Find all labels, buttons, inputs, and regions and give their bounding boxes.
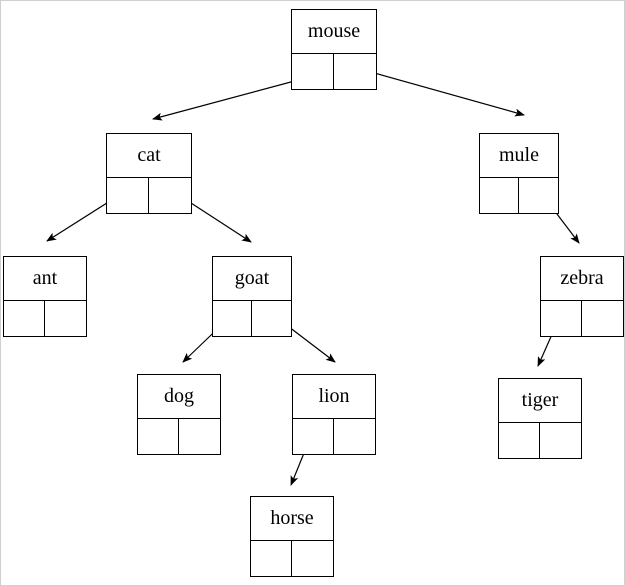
node-label-dog: dog [138, 375, 220, 419]
node-left-pointer-horse[interactable] [251, 541, 292, 576]
node-right-pointer-mouse[interactable] [334, 54, 376, 89]
node-label-horse: horse [251, 497, 333, 541]
node-label-goat: goat [213, 257, 291, 301]
tree-node-lion[interactable]: lion [292, 374, 376, 455]
node-left-pointer-lion[interactable] [293, 419, 334, 454]
tree-node-cat[interactable]: cat [106, 133, 192, 214]
node-label-lion: lion [293, 375, 375, 419]
node-right-pointer-ant[interactable] [45, 301, 86, 336]
node-right-pointer-horse[interactable] [292, 541, 333, 576]
tree-node-mule[interactable]: mule [479, 133, 559, 214]
node-pointer-cells-horse [251, 541, 333, 576]
node-right-pointer-cat[interactable] [149, 178, 191, 213]
node-pointer-cells-dog [138, 419, 220, 454]
node-right-pointer-goat[interactable] [252, 301, 291, 336]
node-label-zebra: zebra [541, 257, 623, 301]
node-left-pointer-dog[interactable] [138, 419, 179, 454]
node-right-pointer-lion[interactable] [334, 419, 375, 454]
node-label-cat: cat [107, 134, 191, 178]
tree-node-goat[interactable]: goat [212, 256, 292, 337]
node-right-pointer-tiger[interactable] [540, 423, 581, 458]
node-left-pointer-goat[interactable] [213, 301, 252, 336]
node-pointer-cells-lion [293, 419, 375, 454]
node-label-tiger: tiger [499, 379, 581, 423]
tree-edge-mouse-cat [152, 78, 303, 121]
node-left-pointer-zebra[interactable] [541, 301, 582, 336]
node-pointer-cells-goat [213, 301, 291, 336]
tree-edge-mouse-mule [352, 66, 525, 117]
node-pointer-cells-cat [107, 178, 191, 213]
node-label-ant: ant [4, 257, 86, 301]
tree-node-mouse[interactable]: mouse [291, 9, 377, 90]
tree-node-horse[interactable]: horse [250, 496, 334, 577]
node-pointer-cells-zebra [541, 301, 623, 336]
node-right-pointer-mule[interactable] [519, 178, 558, 213]
node-left-pointer-mouse[interactable] [292, 54, 334, 89]
node-right-pointer-zebra[interactable] [582, 301, 623, 336]
node-label-mule: mule [480, 134, 558, 178]
node-pointer-cells-mouse [292, 54, 376, 89]
tree-node-tiger[interactable]: tiger [498, 378, 582, 459]
node-left-pointer-cat[interactable] [107, 178, 149, 213]
tree-node-ant[interactable]: ant [3, 256, 87, 337]
tree-node-zebra[interactable]: zebra [540, 256, 624, 337]
node-pointer-cells-mule [480, 178, 558, 213]
node-pointer-cells-tiger [499, 423, 581, 458]
node-left-pointer-ant[interactable] [4, 301, 45, 336]
node-right-pointer-dog[interactable] [179, 419, 220, 454]
node-left-pointer-mule[interactable] [480, 178, 519, 213]
node-left-pointer-tiger[interactable] [499, 423, 540, 458]
tree-node-dog[interactable]: dog [137, 374, 221, 455]
node-label-mouse: mouse [292, 10, 376, 54]
node-pointer-cells-ant [4, 301, 86, 336]
